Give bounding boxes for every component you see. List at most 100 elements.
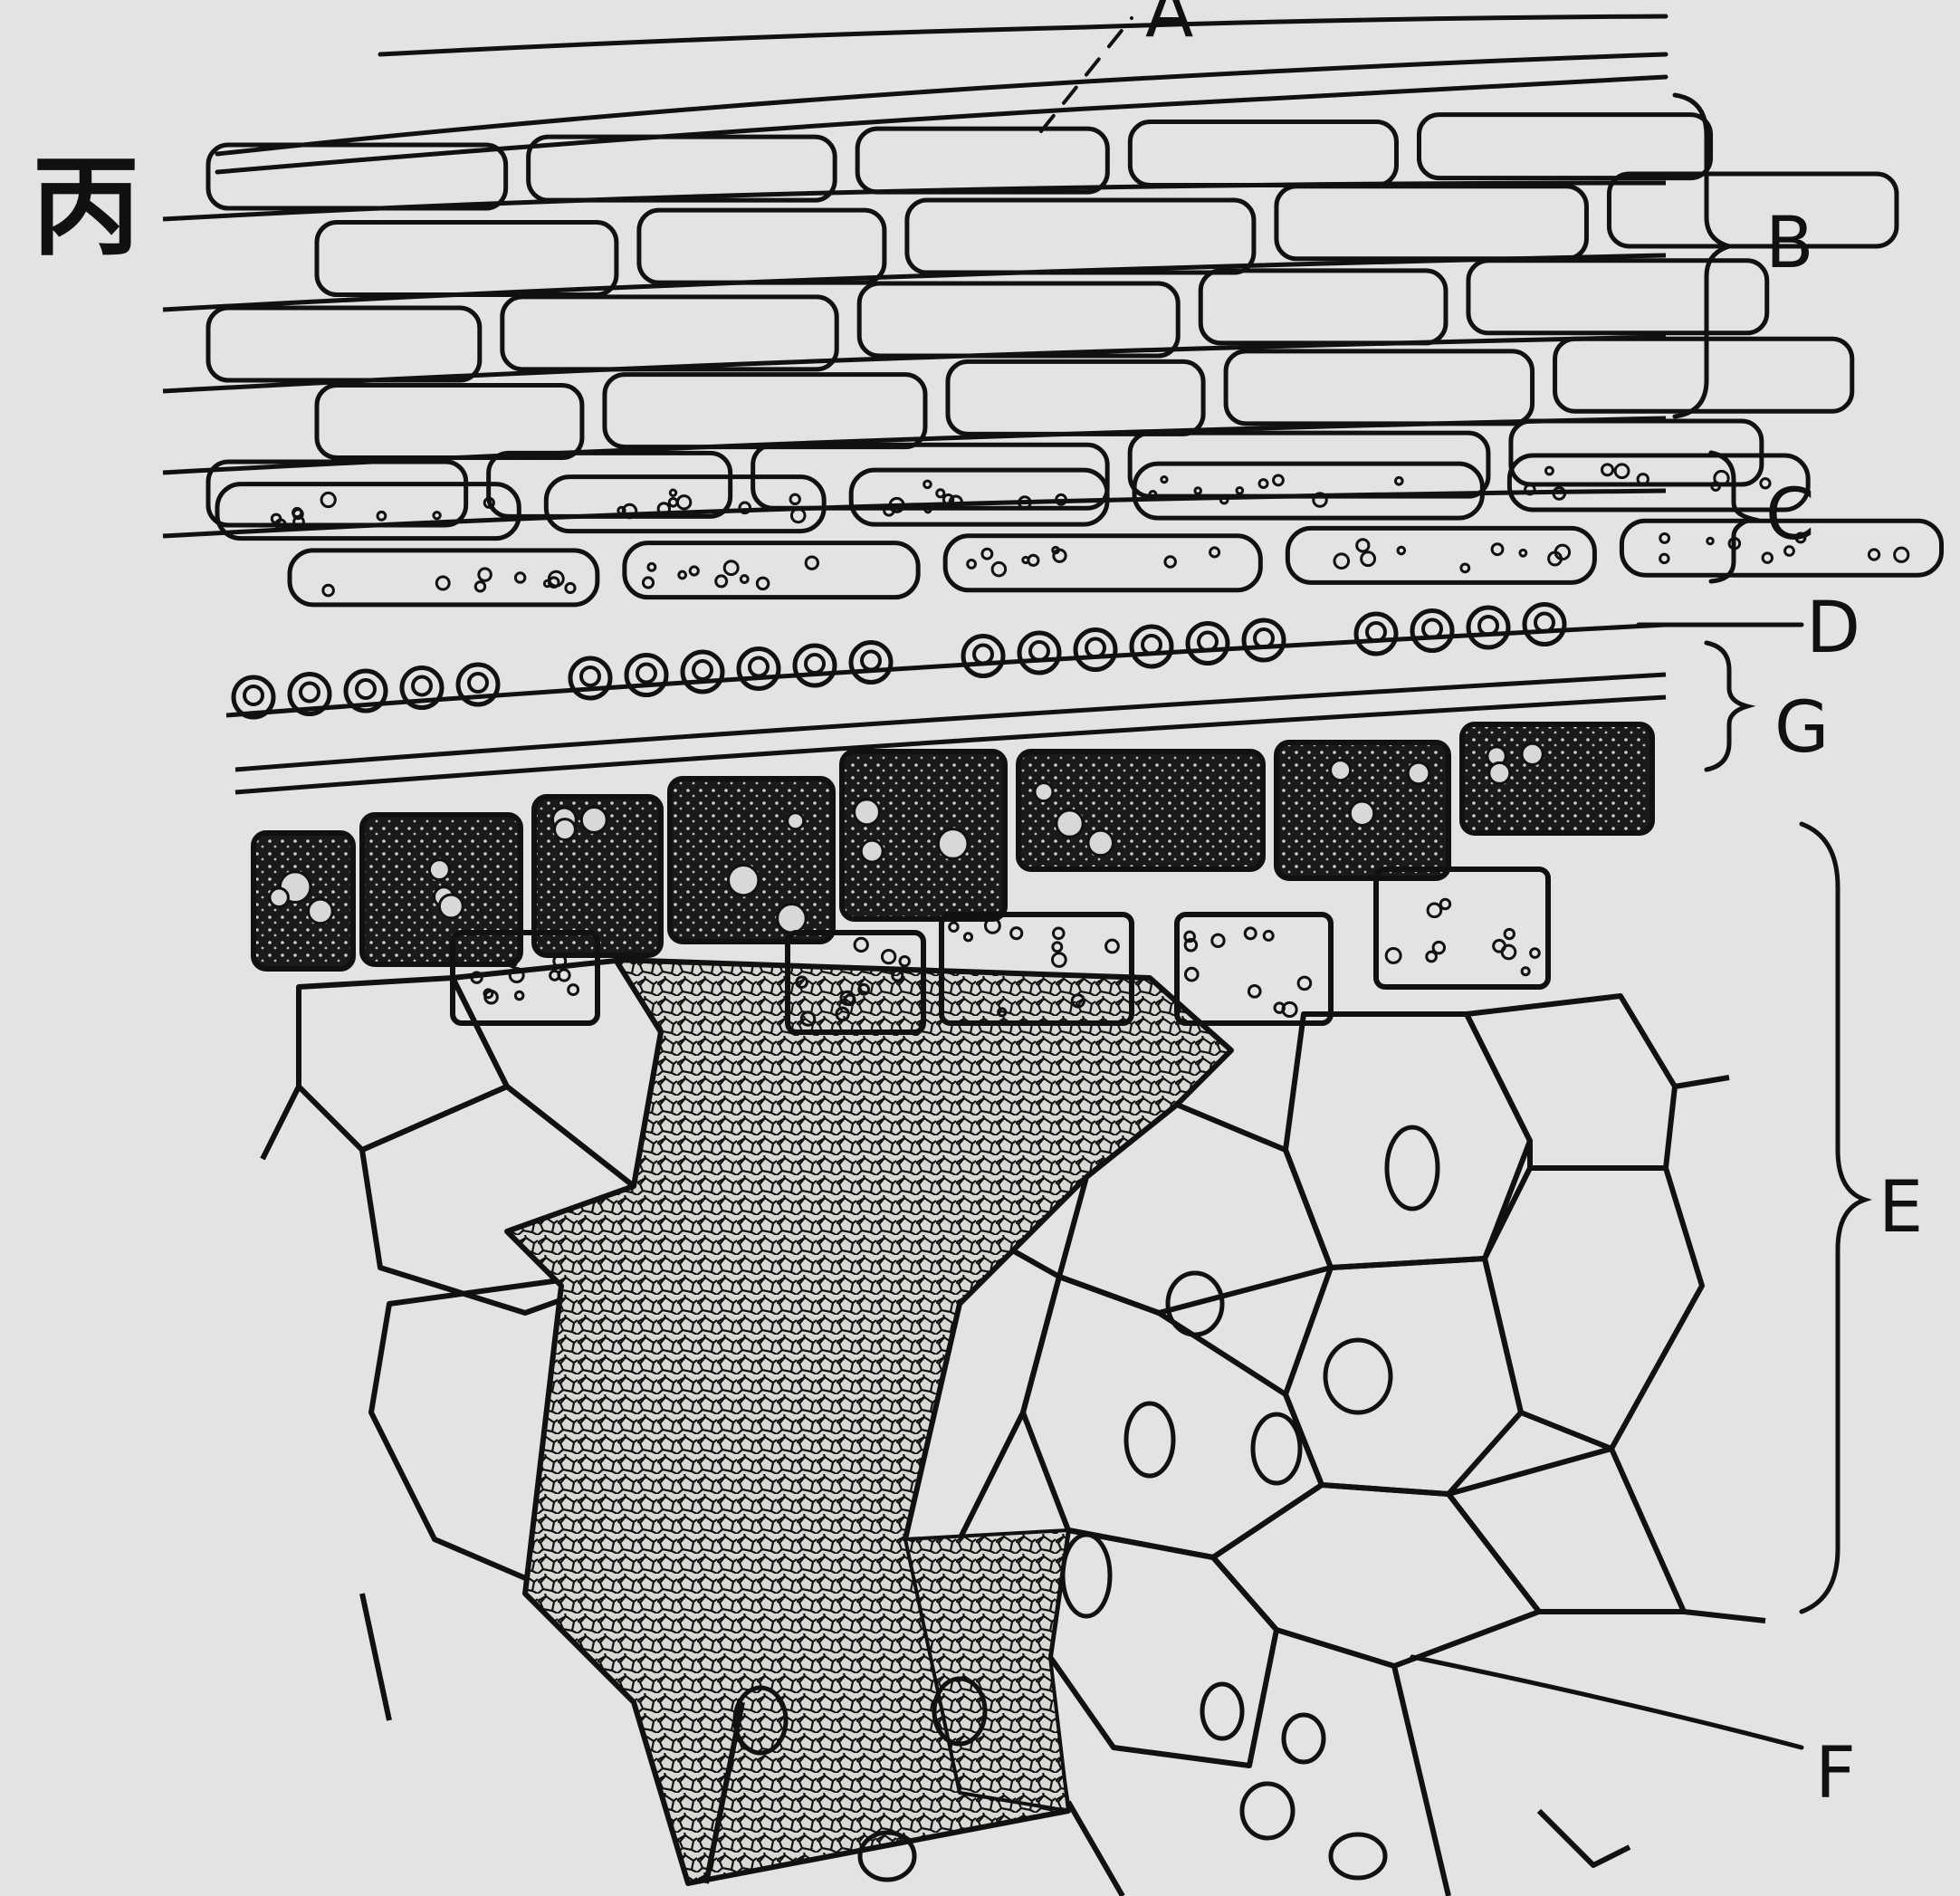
bead-cell — [963, 637, 1003, 676]
granule — [1428, 904, 1441, 917]
granule — [724, 561, 738, 575]
parenchyma-cell — [1286, 1014, 1530, 1268]
granule — [321, 493, 335, 506]
granule — [1615, 464, 1629, 478]
granule — [1185, 968, 1198, 981]
granule — [1707, 538, 1714, 544]
dark-cell-nucleus — [439, 895, 463, 918]
bead-cell — [1356, 614, 1396, 654]
granule — [1522, 968, 1529, 975]
granule — [1660, 554, 1668, 562]
dark-cell-nucleus — [309, 899, 333, 924]
label-g: G — [1774, 687, 1829, 769]
granule — [670, 490, 675, 495]
granule — [475, 582, 484, 591]
bead-nucleus — [637, 665, 655, 683]
label-b: B — [1765, 203, 1814, 284]
granular-cell — [1134, 464, 1482, 518]
bead-nucleus — [1255, 629, 1273, 647]
panel-mark: 丙 — [32, 143, 140, 271]
nucleus-oval — [1331, 1834, 1385, 1878]
granule — [1210, 548, 1219, 557]
bead-cell — [1412, 611, 1452, 651]
granule — [1334, 554, 1349, 569]
granule — [1362, 552, 1375, 566]
granule — [741, 576, 748, 583]
granule — [1052, 953, 1066, 967]
granule — [1248, 985, 1260, 997]
dark-cell-nucleus — [1489, 762, 1510, 783]
granule — [1274, 475, 1284, 485]
bead-cell — [1076, 630, 1115, 670]
granule — [791, 509, 805, 522]
bead-nucleus — [974, 646, 992, 664]
elongated-cell — [1468, 261, 1767, 333]
cell-wall-line — [1068, 1802, 1123, 1896]
layer-a-cuticle — [217, 16, 1666, 172]
granule — [1212, 934, 1224, 946]
parenchyma-cell — [1050, 1530, 1276, 1766]
elongated-cell — [605, 375, 925, 447]
dark-cell-nucleus — [555, 819, 576, 840]
elongated-cell — [489, 453, 731, 516]
netted-tissue-mass — [507, 960, 1231, 1883]
granule — [1461, 564, 1469, 572]
bead-cell — [1188, 624, 1228, 664]
label-f: F — [1815, 1733, 1856, 1815]
nucleus-oval — [1387, 1127, 1438, 1209]
bead-cell — [1468, 608, 1508, 647]
granule — [643, 578, 653, 588]
bead-nucleus — [806, 655, 824, 673]
bead-nucleus — [1479, 617, 1497, 635]
elongated-cell — [317, 223, 617, 295]
bead-cell — [1244, 620, 1284, 660]
granule — [323, 585, 334, 596]
cell-wall-line — [1675, 1077, 1729, 1087]
granule — [1433, 942, 1444, 953]
dark-cell — [670, 779, 833, 942]
granule — [648, 563, 655, 570]
cell-wall-line — [263, 1087, 299, 1159]
granule — [1053, 943, 1062, 952]
granule — [1545, 467, 1553, 474]
granular-cell — [546, 477, 824, 531]
dark-cell — [842, 752, 1005, 919]
granular-cell — [625, 543, 918, 598]
parenchyma-cell — [1286, 1259, 1521, 1494]
granule — [855, 938, 867, 951]
granule — [1494, 940, 1506, 952]
granule — [1492, 544, 1503, 555]
cell-wall-line — [1684, 1612, 1765, 1621]
dark-cell-nucleus — [1035, 783, 1053, 801]
granule — [1011, 928, 1022, 939]
granule — [434, 512, 440, 519]
dark-cell-nucleus — [1408, 762, 1429, 784]
bead-cell — [739, 649, 779, 689]
granule — [436, 577, 449, 589]
parenchyma-cell — [1467, 996, 1675, 1168]
parenchyma-cell — [1213, 1485, 1539, 1666]
dark-cell-nucleus — [1522, 743, 1543, 764]
granule — [515, 991, 523, 1000]
granule — [968, 560, 976, 569]
cell-wall-line — [1539, 1811, 1630, 1865]
granule — [937, 490, 944, 497]
bead-nucleus — [581, 667, 599, 685]
elongated-cell — [1276, 187, 1587, 259]
elongated-cell — [1226, 351, 1532, 424]
elongated-cell — [1200, 271, 1446, 343]
elongated-cell — [208, 308, 480, 380]
granule — [1165, 557, 1176, 568]
granule — [1023, 557, 1028, 562]
elongated-cell — [1419, 115, 1710, 178]
bead-nucleus — [357, 680, 375, 698]
layer-c-granular-cells — [217, 455, 1942, 605]
cell-wall-line — [1394, 1666, 1448, 1896]
dark-cell-nucleus — [1350, 801, 1373, 825]
nucleus-oval — [1126, 1403, 1173, 1476]
granule — [982, 549, 992, 559]
dark-cell-nucleus — [861, 840, 883, 862]
granule — [1106, 940, 1119, 953]
elongated-cell — [529, 137, 836, 200]
